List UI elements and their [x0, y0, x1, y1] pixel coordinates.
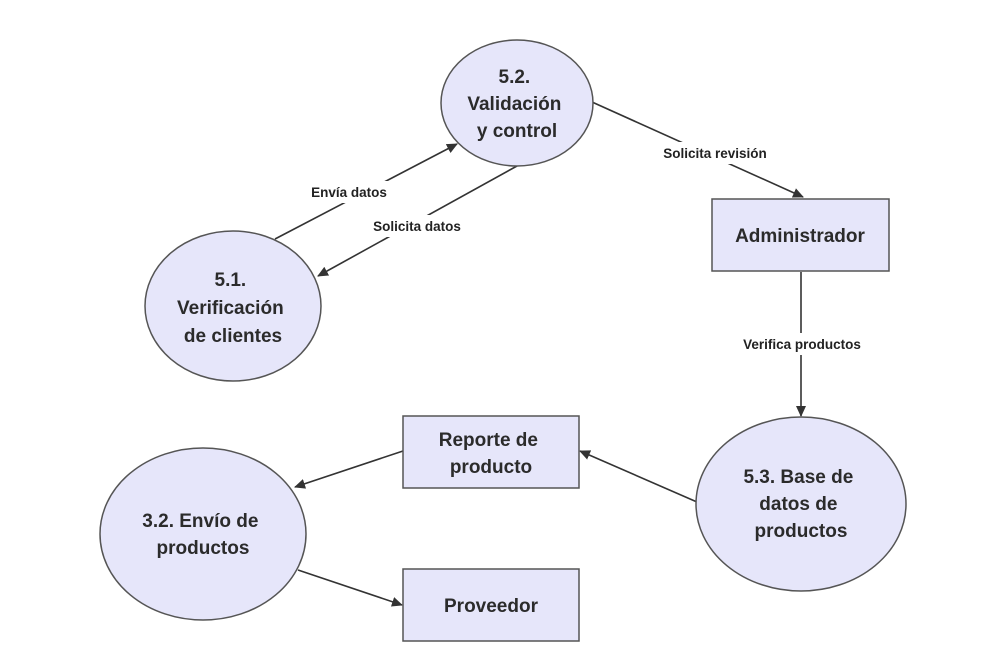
node-label-line: 5.3. Base de [743, 467, 853, 488]
node-label-line: productos [157, 538, 250, 559]
node-label-line: Administrador [735, 226, 865, 247]
node-label-line: Proveedor [444, 596, 539, 617]
svg-text:3.2. Envío de productos: 3.2. Envío de productos [142, 511, 263, 559]
edge-label-verifica-productos: Verifica productos [743, 337, 861, 352]
node-label-line: y control [477, 121, 557, 142]
edge-envia-datos: Envía datos [274, 143, 458, 240]
entity-proveedor[interactable]: Proveedor [402, 568, 580, 642]
process-node-5-3[interactable]: 5.3. Base de datos de productos [695, 416, 907, 592]
node-label-line: de clientes [184, 326, 282, 347]
node-label-line: datos de [759, 494, 837, 515]
edge-label-solicita-revision: Solicita revisión [663, 146, 767, 161]
svg-text:5.1. Verificación: 5.1. Verificación de clientes [177, 270, 289, 347]
node-label-line: Verificación [177, 298, 284, 319]
node-label-line: Reporte de [439, 430, 538, 451]
node-label-line: 5.2. [499, 67, 531, 88]
svg-text:5.2. Validación y: 5.2. Validación y control [467, 67, 566, 142]
node-label-line: 3.2. Envío de [142, 511, 258, 532]
edge-label-solicita-datos: Solicita datos [373, 219, 461, 234]
svg-text:Administrador: Administrador [735, 226, 865, 247]
node-label-line: 5.1. [215, 270, 247, 291]
node-label-line: producto [450, 457, 532, 478]
edge-solicita-revision: Solicita revisión [591, 101, 804, 198]
process-circle [144, 230, 322, 382]
entity-box [402, 415, 580, 489]
edge-label-envia-datos: Envía datos [311, 185, 387, 200]
node-label-line: Validación [467, 94, 561, 115]
entity-box [711, 198, 890, 272]
process-circle [695, 416, 907, 592]
edge-base-to-reporte [579, 450, 698, 503]
process-circle [440, 39, 594, 167]
entity-reporte-de-producto[interactable]: Reporte de producto [402, 415, 580, 489]
edge-verifica-productos: Verifica productos [730, 272, 874, 417]
process-node-5-2[interactable]: 5.2. Validación y control [440, 39, 594, 167]
process-node-5-1[interactable]: 5.1. Verificación de clientes [144, 230, 322, 382]
edge-envio-to-proveedor [297, 569, 403, 607]
entity-box [402, 568, 580, 642]
svg-text:5.3. Base de datos de: 5.3. Base de datos de productos [743, 467, 858, 542]
process-node-3-2[interactable]: 3.2. Envío de productos [99, 447, 307, 621]
process-circle [99, 447, 307, 621]
entity-administrador[interactable]: Administrador [711, 198, 890, 272]
svg-text:Proveedor: Proveedor [444, 596, 539, 617]
edge-reporte-to-envio [294, 450, 404, 489]
node-label-line: productos [755, 521, 848, 542]
edge-solicita-datos: Solicita datos [317, 165, 518, 277]
svg-text:Reporte de producto: Reporte de producto [439, 430, 544, 478]
